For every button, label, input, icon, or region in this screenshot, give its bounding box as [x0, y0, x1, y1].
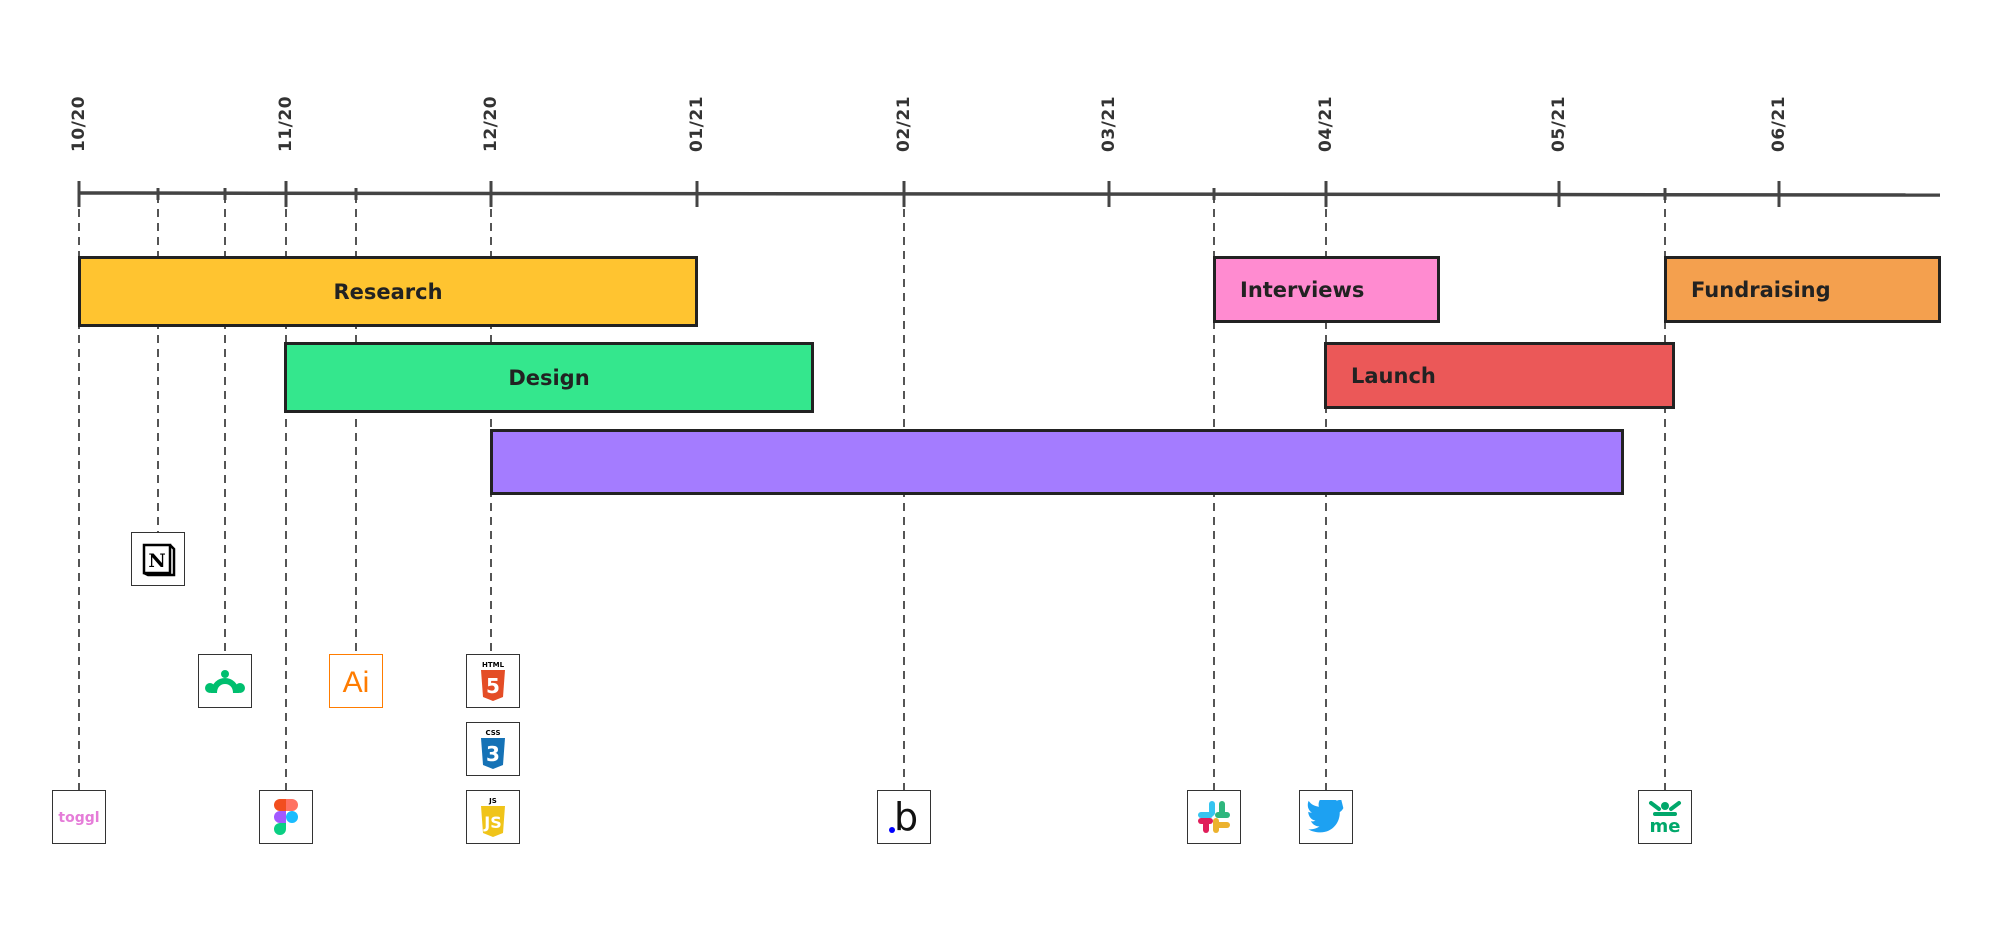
svg-text:JS: JS — [488, 797, 497, 805]
meetup-tool[interactable]: me — [1638, 790, 1692, 844]
html5-icon: HTML 5 — [481, 661, 505, 701]
tick-label-01-21: 01/21 — [687, 95, 707, 152]
illustrator-tool[interactable]: Ai — [329, 654, 383, 708]
tick-label-11-20: 11/20 — [276, 95, 296, 152]
svg-text:HTML: HTML — [482, 661, 505, 669]
phase-bar-launch[interactable]: Launch — [1324, 342, 1675, 409]
tick-label-03-21: 03/21 — [1099, 95, 1119, 152]
tick-label-02-21: 02/21 — [894, 95, 914, 152]
phase-bar-development[interactable] — [490, 429, 1624, 495]
svg-text:JS: JS — [483, 813, 501, 832]
svg-text:b: b — [894, 796, 918, 838]
javascript-tool[interactable]: JS JS — [466, 790, 520, 844]
svg-text:CSS: CSS — [485, 729, 500, 737]
bubble-icon: b — [889, 796, 918, 838]
tick-label-12-20: 12/20 — [481, 95, 501, 152]
svg-text:Ai: Ai — [343, 666, 370, 699]
meetup-icon: me — [1649, 801, 1681, 837]
css3-tool[interactable]: CSS 3 — [466, 722, 520, 776]
surveymonkey-icon — [205, 670, 245, 694]
toggl-tool[interactable]: toggl — [52, 790, 106, 844]
svg-text:5: 5 — [486, 674, 500, 698]
illustrator-icon: Ai — [343, 666, 370, 699]
notion-icon: N — [142, 543, 176, 577]
axis-ticks — [77, 181, 1781, 207]
phase-bar-design[interactable]: Design — [284, 342, 814, 413]
figma-tool[interactable] — [259, 790, 313, 844]
javascript-icon: JS JS — [481, 797, 505, 837]
tick-label-10-20: 10/20 — [69, 95, 89, 152]
slack-tool[interactable] — [1187, 790, 1241, 844]
surveymonkey-tool[interactable] — [198, 654, 252, 708]
slack-icon — [1198, 801, 1230, 833]
css3-icon: CSS 3 — [481, 729, 505, 769]
toggl-icon: toggl — [58, 810, 99, 826]
phase-bar-interviews[interactable]: Interviews — [1213, 256, 1440, 323]
svg-text:toggl: toggl — [58, 810, 99, 826]
notion-tool[interactable]: N — [131, 532, 185, 586]
phase-bar-fundraising[interactable]: Fundraising — [1664, 256, 1941, 323]
figma-icon — [274, 799, 298, 835]
twitter-tool[interactable] — [1299, 790, 1353, 844]
svg-text:me: me — [1650, 816, 1681, 837]
tick-label-05-21: 05/21 — [1549, 95, 1569, 152]
phase-bar-research[interactable]: Research — [78, 256, 698, 327]
svg-text:3: 3 — [486, 742, 500, 766]
tick-label-06-21: 06/21 — [1769, 95, 1789, 152]
svg-text:N: N — [148, 550, 165, 572]
html5-tool[interactable]: HTML 5 — [466, 654, 520, 708]
twitter-icon — [1307, 800, 1344, 833]
tick-label-04-21: 04/21 — [1316, 95, 1336, 152]
bubble-tool[interactable]: b — [877, 790, 931, 844]
timeline-axis — [78, 191, 1941, 197]
